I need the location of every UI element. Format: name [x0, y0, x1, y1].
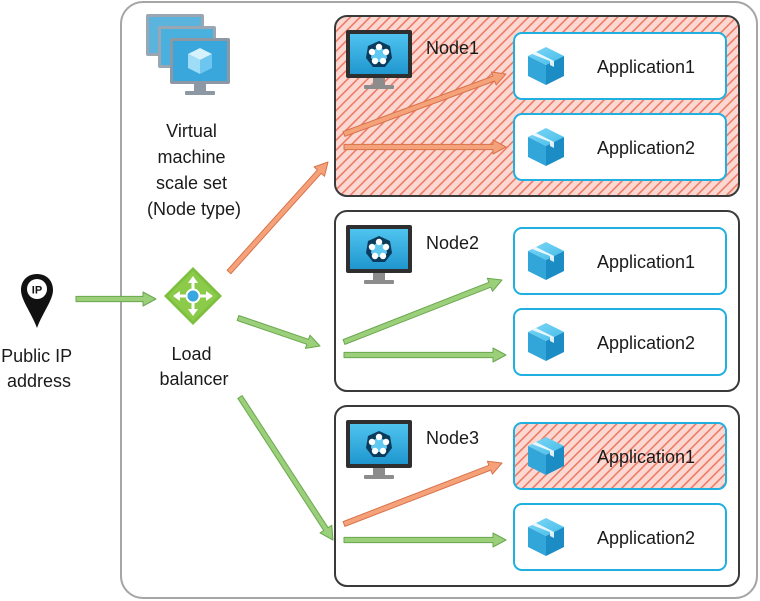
- arrows-layer: [75, 71, 507, 548]
- nodes-layer: Node1Application1Application2Node2Applic…: [334, 15, 740, 587]
- app-frame: [513, 227, 727, 295]
- public-ip-label-line: Public IP: [1, 346, 72, 366]
- app-box: Application2: [513, 503, 727, 571]
- scale-set-label-line: (Node type): [147, 199, 241, 219]
- scale-set-label: Virtual machine scale set (Node type): [147, 121, 241, 219]
- load-balancer-label-line: Load: [171, 344, 211, 364]
- app-box: Application2: [513, 113, 727, 181]
- load-balancer-icon: [164, 267, 222, 325]
- app-box: Application1: [513, 32, 727, 100]
- app-label: Application2: [597, 528, 695, 548]
- node-label: Node3: [426, 428, 479, 448]
- public-ip-label: Public IP address: [1, 346, 77, 391]
- arrow-node1-to-app2: [343, 139, 507, 155]
- public-ip-label-line: address: [7, 371, 71, 391]
- node-label: Node2: [426, 233, 479, 253]
- app-label: Application1: [597, 447, 695, 467]
- vm-stack-icon: [146, 14, 230, 95]
- arrow-node3-to-app2: [343, 532, 507, 548]
- scale-set-label-line: Virtual: [166, 121, 217, 141]
- ip-badge-text: IP: [32, 285, 42, 297]
- app-frame: [513, 308, 727, 376]
- app-label: Application1: [597, 252, 695, 272]
- arrow-lb-to-node2: [236, 315, 321, 349]
- app-frame: [513, 32, 727, 100]
- scale-set-label-line: scale set: [156, 173, 227, 193]
- app-frame: [513, 422, 727, 490]
- arrow-lb-to-node1: [226, 161, 329, 275]
- app-box: Application2: [513, 308, 727, 376]
- app-box: Application1: [513, 422, 727, 490]
- node-label: Node1: [426, 38, 479, 58]
- app-label: Application1: [597, 57, 695, 77]
- arrow-node2-to-app1: [342, 277, 503, 345]
- arrow-ip-to-lb: [75, 291, 157, 307]
- arrow-node2-to-app2: [343, 347, 507, 363]
- app-label: Application2: [597, 333, 695, 353]
- app-label: Application2: [597, 138, 695, 158]
- arrow-node3-to-app1: [342, 460, 503, 527]
- arrow-node1-to-app1: [342, 71, 507, 137]
- app-box: Application1: [513, 227, 727, 295]
- load-balancer-label-line: balancer: [159, 369, 228, 389]
- load-balancer-label: Load balancer: [159, 344, 228, 389]
- scale-set-label-line: machine: [157, 147, 225, 167]
- app-frame: [513, 113, 727, 181]
- map-pin-icon: IP: [21, 274, 53, 328]
- arrow-lb-to-node3: [237, 395, 334, 541]
- app-frame: [513, 503, 727, 571]
